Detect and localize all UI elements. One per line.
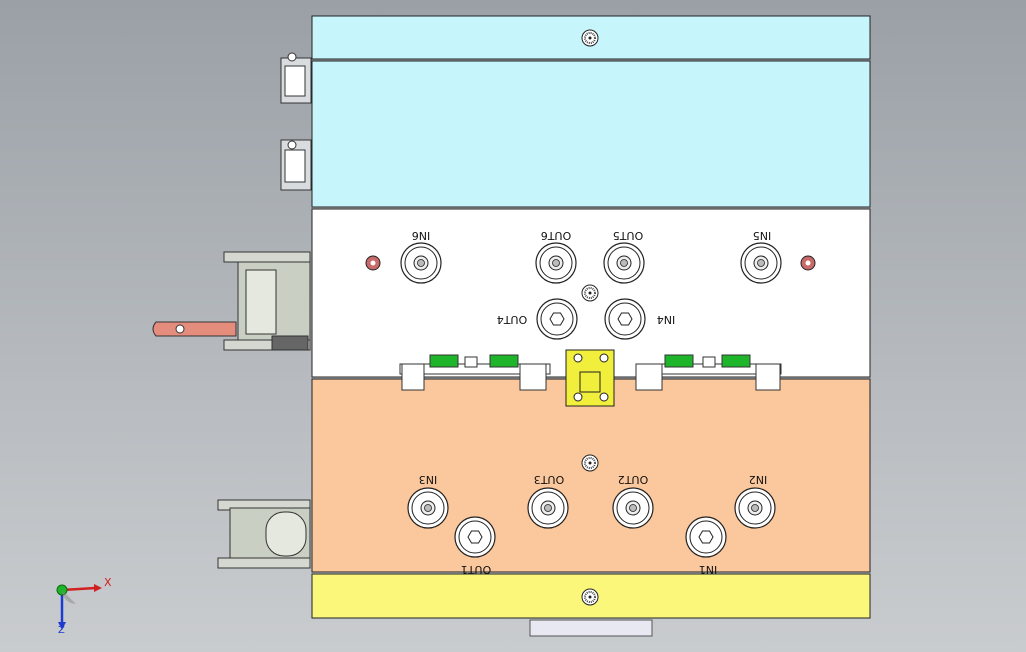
port-fitting[interactable] (604, 298, 646, 340)
port-fitting[interactable] (400, 242, 442, 284)
lower-plate (311, 378, 871, 573)
port-label: OUT6 (541, 229, 571, 242)
clip-right (635, 354, 782, 391)
port-label: OUT4 (497, 313, 527, 326)
port-fitting[interactable] (734, 487, 776, 529)
upper-plate (311, 60, 871, 208)
port-fitting[interactable] (535, 242, 577, 284)
port-label: OUT2 (618, 473, 648, 486)
port-fitting[interactable] (612, 487, 654, 529)
bottom-boss (529, 619, 653, 637)
top-cover-plate (311, 15, 871, 60)
port-label: IN1 (699, 563, 717, 576)
port-label: OUT1 (461, 563, 491, 576)
left-connector-middle (152, 251, 311, 351)
port-label: IN6 (412, 229, 430, 242)
port-fitting[interactable] (536, 298, 578, 340)
port-label: IN5 (753, 229, 771, 242)
screw-icon (581, 588, 599, 606)
latch-icon[interactable] (565, 349, 615, 407)
x-axis-label: X (104, 576, 112, 589)
port-fitting[interactable] (685, 516, 727, 558)
clip-left (399, 354, 551, 391)
screw-icon (581, 284, 599, 302)
port-label: OUT3 (534, 473, 564, 486)
port-label: OUT5 (613, 229, 643, 242)
port-fitting[interactable] (603, 242, 645, 284)
port-fitting[interactable] (527, 487, 569, 529)
z-axis-label: Z (58, 625, 65, 636)
port-fitting[interactable] (407, 487, 449, 529)
screw-icon (581, 29, 599, 47)
port-label: IN3 (419, 473, 437, 486)
screw-icon (581, 454, 599, 472)
port-label: IN2 (749, 473, 767, 486)
port-fitting[interactable] (740, 242, 782, 284)
left-connector-upper (280, 52, 312, 191)
axis-triad-icon (56, 584, 102, 630)
port-label: IN4 (657, 313, 675, 326)
left-connector-lower (217, 499, 311, 569)
port-fitting[interactable] (454, 516, 496, 558)
